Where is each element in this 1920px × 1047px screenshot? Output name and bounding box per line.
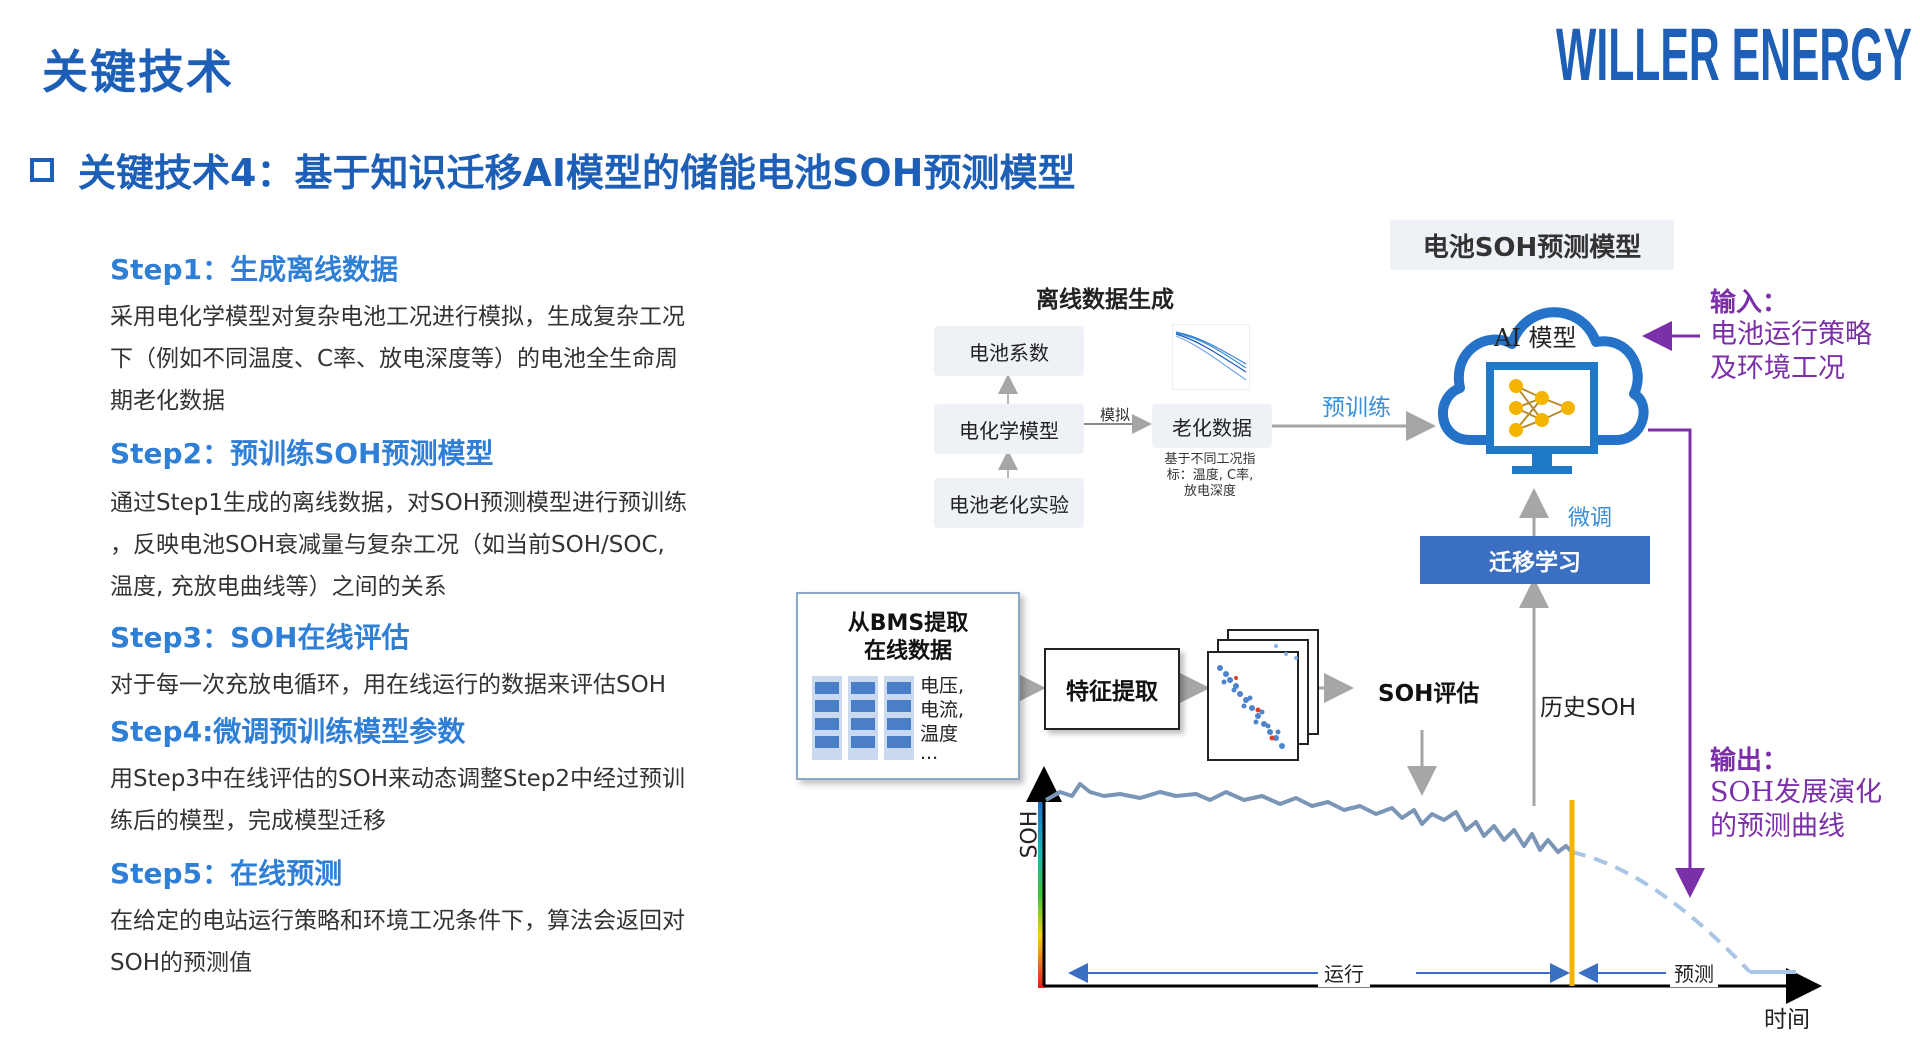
history-soh-label: 历史SOH <box>1540 695 1636 721</box>
step1-title: Step1：生成离线数据 <box>110 253 399 286</box>
label-conditions: 基于不同工况指标：温度, C率,放电深度 <box>1164 452 1256 499</box>
input-text: 电池运行策略及环境工况 <box>1710 319 1872 384</box>
scatter-plots-icon <box>1207 629 1319 761</box>
transfer-learning-box: 迁移学习 <box>1420 536 1650 584</box>
page-title: 关键技术 <box>42 45 234 99</box>
data-table-icon <box>812 676 914 760</box>
label-simulate: 模拟 <box>1100 406 1131 424</box>
yaxis-label: SOH <box>1017 810 1043 859</box>
bms-data-box: 从BMS提取 在线数据 电压, 电流, 温度 ... <box>796 592 1020 780</box>
bullet-square-icon <box>30 157 54 182</box>
bms-item-more: ... <box>920 742 939 764</box>
bms-item-voltage: 电压, <box>920 675 965 697</box>
step1-desc: 采用电化学模型对复杂电池工况进行模拟，生成复杂工况下（例如不同温度、C率、放电深… <box>110 304 685 414</box>
step3-title: Step3：SOH在线评估 <box>110 621 410 654</box>
output-text: SOH发展演化的预测曲线 <box>1710 777 1883 842</box>
predict-label: 预测 <box>1670 958 1718 987</box>
step2-desc: 通过Step1生成的离线数据，对SOH预测模型进行预训练，反映电池SOH衰减量与… <box>110 490 687 600</box>
soh-history-curve <box>1045 782 1574 854</box>
bms-item-temperature: 温度 <box>920 723 959 745</box>
xaxis-label: 时间 <box>1764 1007 1810 1033</box>
step4-title: Step4:微调预训练模型参数 <box>110 715 466 748</box>
ai-model-cloud <box>1437 307 1649 474</box>
box-battery-params: 电池系数 <box>934 326 1084 376</box>
run-label: 运行 <box>1318 958 1370 987</box>
section-subtitle: 关键技术4：基于知识迁移AI模型的储能电池SOH预测模型 <box>30 142 1075 197</box>
bms-title-line2: 在线数据 <box>863 639 952 664</box>
box-electrochem-model: 电化学模型 <box>934 404 1084 454</box>
box-aging-data: 老化数据 <box>1152 404 1272 448</box>
feature-extraction-box: 特征提取 <box>1044 648 1180 730</box>
soh-model-title: 电池SOH预测模型 <box>1390 220 1674 270</box>
company-logo: WILLER ENERGY <box>1556 13 1912 94</box>
bms-item-current: 电流, <box>920 699 965 721</box>
step4-desc: 用Step3中在线评估的SOH来动态调整Step2中经过预训练后的模型，完成模型… <box>110 766 685 834</box>
step2-title: Step2：预训练SOH预测模型 <box>110 437 494 470</box>
svg-text:WILLER ENERGY: WILLER ENERGY <box>1556 13 1912 94</box>
offline-title: 离线数据生成 <box>1036 287 1174 313</box>
step3-desc: 对于每一次充放电循环，用在线运行的数据来评估SOH <box>110 672 666 698</box>
label-pretrain: 预训练 <box>1322 395 1391 421</box>
soh-eval-label: SOH评估 <box>1378 681 1480 707</box>
soh-color-scale <box>1038 778 1045 988</box>
label-finetune: 微调 <box>1568 506 1613 531</box>
bms-title-line1: 从BMS提取 <box>847 611 969 636</box>
aging-curve-thumbnail <box>1172 324 1250 390</box>
soh-predicted-curve <box>1571 850 1752 974</box>
step5-title: Step5：在线预测 <box>110 857 343 890</box>
subtitle-text: 关键技术4：基于知识迁移AI模型的储能电池SOH预测模型 <box>78 151 1076 195</box>
ai-model-label: AI 模型 <box>1494 324 1577 352</box>
box-aging-experiment: 电池老化实验 <box>934 478 1084 528</box>
input-title: 输入： <box>1710 288 1789 318</box>
output-title: 输出： <box>1710 746 1789 776</box>
